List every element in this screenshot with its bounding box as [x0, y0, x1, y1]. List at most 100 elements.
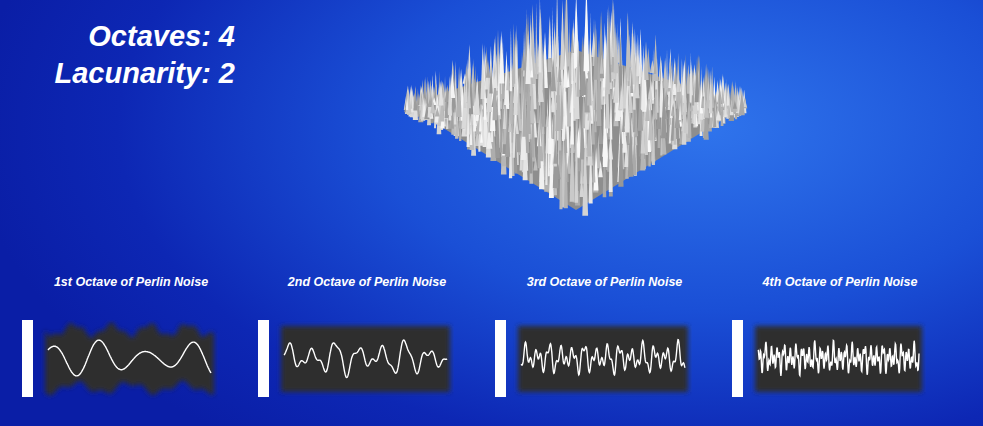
terrain-spike [684, 81, 687, 133]
octave-panel: 2nd Octave of Perlin Noise [256, 272, 454, 400]
terrain-spike [718, 77, 721, 115]
terrain-spike [567, 162, 569, 182]
terrain-spike [493, 71, 498, 88]
terrain-spike [413, 86, 417, 111]
noise-wave [758, 341, 919, 377]
terrain-spike [677, 70, 680, 92]
terrain-spike [629, 93, 633, 113]
terrain-spike [486, 59, 490, 78]
terrain-spike [674, 60, 677, 84]
parameter-label: Lacunarity: 2 [0, 55, 235, 92]
terrain-spike [707, 69, 710, 109]
octave-title: 2nd Octave of Perlin Noise [280, 272, 454, 292]
terrain-spike [681, 102, 683, 115]
terrain-spike [551, 59, 556, 91]
terrain-spike [635, 97, 637, 138]
octave-graph [256, 320, 454, 400]
octave-title: 1st Octave of Perlin Noise [44, 272, 218, 292]
terrain-spike [575, 7, 577, 67]
terrain-spike [702, 76, 704, 96]
terrain-spike [465, 76, 468, 103]
terrain-spike [480, 132, 483, 143]
terrain-spike [619, 90, 623, 110]
terrain-spike [526, 78, 531, 133]
terrain-spike [661, 82, 667, 138]
terrain-spike [648, 101, 653, 141]
noise-band [281, 326, 450, 392]
terrain-spike [739, 90, 745, 116]
terrain-spike [641, 46, 645, 111]
noise-wave [48, 340, 211, 376]
terrain-spike [575, 114, 578, 203]
terrain-spike [479, 102, 485, 145]
terrain-spike [508, 118, 512, 133]
octave-panel: 4th Octave of Perlin Noise [730, 272, 926, 400]
noise-wave [521, 340, 685, 375]
terrain-spike [713, 95, 716, 127]
terrain-spike [538, 77, 544, 102]
terrain-spike [467, 81, 471, 109]
terrain-spike [609, 109, 613, 192]
terrain-spike [457, 66, 462, 117]
terrain-spike [445, 87, 449, 118]
terrain-spike [410, 95, 412, 109]
terrain-spike [439, 80, 444, 106]
terrain-spike [654, 80, 658, 120]
scale-bar [495, 320, 506, 397]
terrain-spike [690, 65, 693, 96]
terrain-spike [406, 89, 412, 114]
terrain-spike [625, 76, 630, 133]
terrain-spike [514, 124, 517, 174]
terrain-spike [564, 0, 570, 67]
terrain-spike [593, 28, 598, 80]
octave-panel: 1st Octave of Perlin Noise [20, 272, 218, 400]
terrain-spike [584, 0, 590, 71]
terrain-spike [577, 38, 580, 96]
terrain-spike [567, 70, 570, 87]
terrain-spike [592, 151, 595, 183]
terrain-spike [587, 120, 591, 157]
scale-bar [258, 320, 269, 397]
scale-bar [732, 320, 743, 397]
terrain-spike [600, 54, 604, 74]
terrain-spike [679, 103, 682, 121]
terrain-spike [596, 39, 601, 126]
terrain-spike [493, 62, 498, 121]
terrain-spike [639, 61, 642, 78]
terrain-spike [467, 106, 470, 147]
terrain-spike [522, 70, 526, 137]
terrain-spike [691, 110, 694, 124]
terrain-spike [688, 92, 692, 138]
terrain-spike [549, 16, 552, 58]
terrain-spike [733, 101, 737, 109]
terrain-spike [622, 112, 625, 133]
terrain-spike [506, 65, 510, 90]
terrain-spike [709, 70, 713, 113]
terrain-spike [582, 129, 588, 216]
terrain-spike [553, 139, 557, 164]
terrain-spike [628, 112, 634, 177]
terrain-spike [612, 32, 614, 57]
terrain-spike [454, 107, 457, 125]
terrain-spike [668, 73, 671, 88]
terrain-spike [533, 156, 537, 170]
terrain-spike [435, 107, 440, 116]
octave-graph [20, 320, 218, 400]
terrain-spike [611, 0, 614, 72]
terrain-spike [724, 85, 727, 115]
terrain-spike [656, 112, 661, 129]
terrain-spike [564, 124, 567, 153]
terrain-spike [548, 114, 550, 176]
terrain-spike [571, 26, 574, 53]
terrain-spike [430, 100, 435, 113]
terrain-spike [606, 40, 610, 90]
terrain-spike [627, 34, 632, 67]
terrain-spike [484, 81, 487, 120]
terrain-spike [510, 28, 513, 91]
terrain-spike [671, 104, 674, 116]
terrain-spike [542, 42, 545, 127]
terrain-spike [481, 43, 485, 99]
octave-graph [730, 320, 926, 400]
terrain-spike [655, 98, 657, 119]
terrain-spike [716, 110, 721, 120]
